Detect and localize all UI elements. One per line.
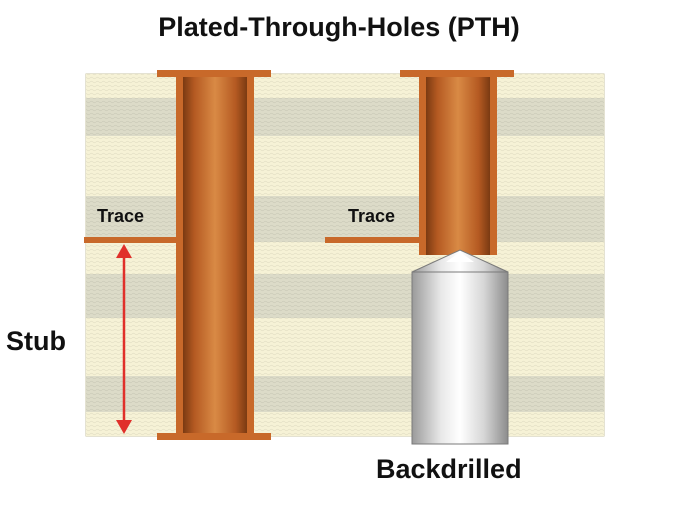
trace-right-line <box>325 237 421 243</box>
pth-left-wall-left <box>176 77 183 433</box>
laminate-layers <box>86 74 604 436</box>
drill-bit-body <box>411 271 509 445</box>
pth-left-bottom-pad <box>157 433 271 440</box>
pth-left-wall-right <box>247 77 254 433</box>
pth-backdrilled <box>400 70 514 255</box>
trace-left-label: Trace <box>97 206 145 226</box>
trace-left-line <box>84 237 178 243</box>
trace-right-label: Trace <box>348 206 396 226</box>
drill-bit-tip-highlight <box>446 252 474 262</box>
pth-left-top-pad <box>157 70 271 77</box>
pth-right-barrel-inner <box>426 77 490 255</box>
stub-label: Stub <box>6 326 66 356</box>
laminate-texture <box>86 74 604 436</box>
stub-arrow <box>116 244 132 434</box>
pth-left-barrel-inner <box>183 77 247 433</box>
diagram-title: Plated-Through-Holes (PTH) <box>158 12 520 42</box>
stub-arrow-head-bottom <box>116 420 132 434</box>
pth-right-wall-left <box>419 77 426 255</box>
drill-bit <box>411 249 509 445</box>
backdrilled-label: Backdrilled <box>376 454 522 484</box>
stub-arrow-head-top <box>116 244 132 258</box>
pth-right-wall-right <box>490 77 497 255</box>
pth-right-top-pad <box>400 70 514 77</box>
pth-full <box>157 70 271 440</box>
